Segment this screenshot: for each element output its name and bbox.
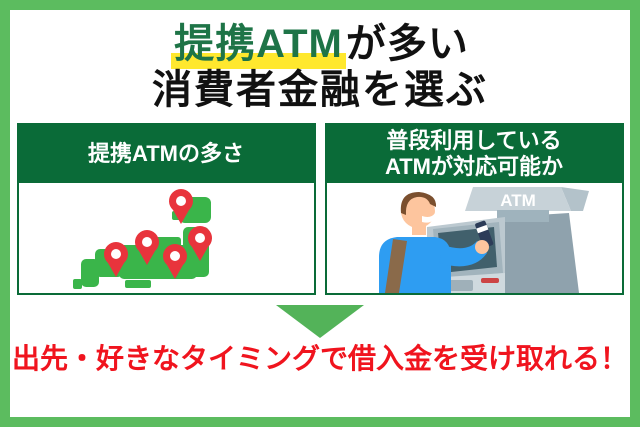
panel-atm-compatibility-header-line2: ATMが対応可能か [384, 154, 564, 179]
person-icon [378, 192, 493, 293]
down-arrow-icon [276, 305, 364, 338]
atm-machine-icon: ATM [426, 187, 589, 293]
location-pin-icon [168, 189, 193, 224]
title-highlighted-text: 提携ATM [171, 22, 346, 69]
panel-atm-compatibility-header: 普段利用している ATMが対応可能か [326, 125, 622, 183]
bank-card-icon [474, 220, 493, 248]
location-pin-icon [187, 226, 212, 261]
panel-atm-count-header: 提携ATMの多さ [18, 125, 314, 183]
location-pin-icon [103, 242, 128, 277]
location-pin-icon [162, 244, 187, 279]
panel-atm-compatibility-body: ATM [326, 183, 622, 293]
panel-atm-count-body [18, 183, 314, 293]
comparison-panels: 提携ATMの多さ [10, 123, 630, 295]
panel-atm-compatibility-header-line1: 普段利用している [386, 128, 562, 153]
panel-atm-count: 提携ATMの多さ [16, 123, 316, 295]
title-line-2: 消費者金融を選ぶ [152, 68, 488, 112]
title-line1-rest: が多い [345, 22, 469, 66]
panel-atm-count-header-label: 提携ATMの多さ [87, 141, 245, 166]
location-pin-icon [134, 230, 159, 265]
person-using-atm-illustration: ATM [378, 187, 589, 293]
panel-atm-compatibility: 普段利用している ATMが対応可能か [324, 123, 624, 295]
japan-map-illustration [72, 189, 212, 289]
atm-sign-label: ATM [500, 191, 536, 210]
conclusion-text: 出先・好きなタイミングで借入金を受け取れる！ [11, 343, 628, 374]
title-line-1: 提携ATMが多い [10, 20, 630, 69]
page-title: 提携ATMが多い 消費者金融を選ぶ [10, 20, 630, 112]
